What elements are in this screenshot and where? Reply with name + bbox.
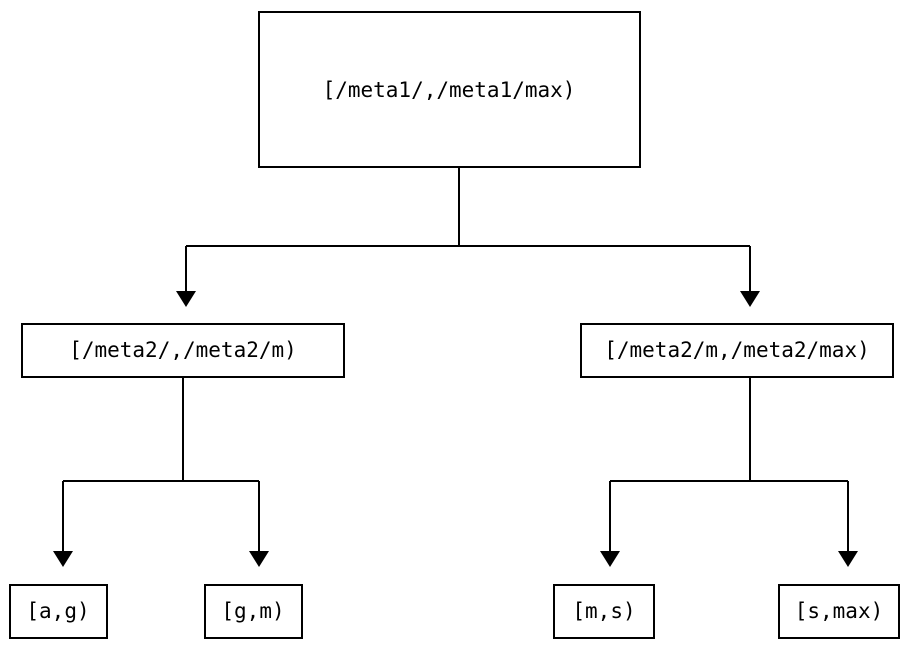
node-mid-left-box[interactable]	[20, 322, 346, 379]
arrowhead-mid-left-icon	[176, 291, 196, 307]
node-mid-left[interactable]: [/meta2/,/meta2/m)	[20, 322, 346, 379]
node-mid-right[interactable]: [/meta2/m,/meta2/max)	[579, 322, 895, 379]
arrowhead-leaf3-icon	[600, 551, 620, 567]
node-leaf-4-box[interactable]	[777, 583, 901, 640]
node-leaf-4[interactable]: [s,max)	[777, 583, 901, 640]
node-root-box[interactable]	[257, 10, 642, 169]
node-leaf-2-box[interactable]	[203, 583, 304, 640]
node-root[interactable]: [/meta1/,/meta1/max)	[257, 10, 642, 169]
node-root-label: [/meta1/,/meta1/max)	[323, 78, 576, 102]
arrowhead-leaf4-icon	[838, 551, 858, 567]
node-leaf-1[interactable]: [a,g)	[8, 583, 109, 640]
node-leaf-3[interactable]: [m,s)	[552, 583, 656, 640]
node-leaf-1-box[interactable]	[8, 583, 109, 640]
node-leaf-3-box[interactable]	[552, 583, 656, 640]
edge-midleft-to-leaves-group	[53, 378, 269, 567]
node-mid-right-box[interactable]	[579, 322, 895, 379]
arrowhead-mid-right-icon	[740, 291, 760, 307]
node-leaf-2[interactable]: [g,m)	[203, 583, 304, 640]
node-leaf-2-label: [g,m)	[221, 599, 284, 623]
node-leaf-1-label: [a,g)	[26, 599, 89, 623]
edge-root-to-mid-group	[176, 168, 760, 307]
node-leaf-4-label: [s,max)	[795, 599, 884, 623]
arrowhead-leaf1-icon	[53, 551, 73, 567]
arrowhead-leaf2-icon	[249, 551, 269, 567]
edge-midright-to-leaves-group	[600, 378, 858, 567]
node-leaf-3-label: [m,s)	[572, 599, 635, 623]
node-mid-right-label: [/meta2/m,/meta2/max)	[604, 338, 870, 362]
node-mid-left-label: [/meta2/,/meta2/m)	[69, 338, 297, 362]
